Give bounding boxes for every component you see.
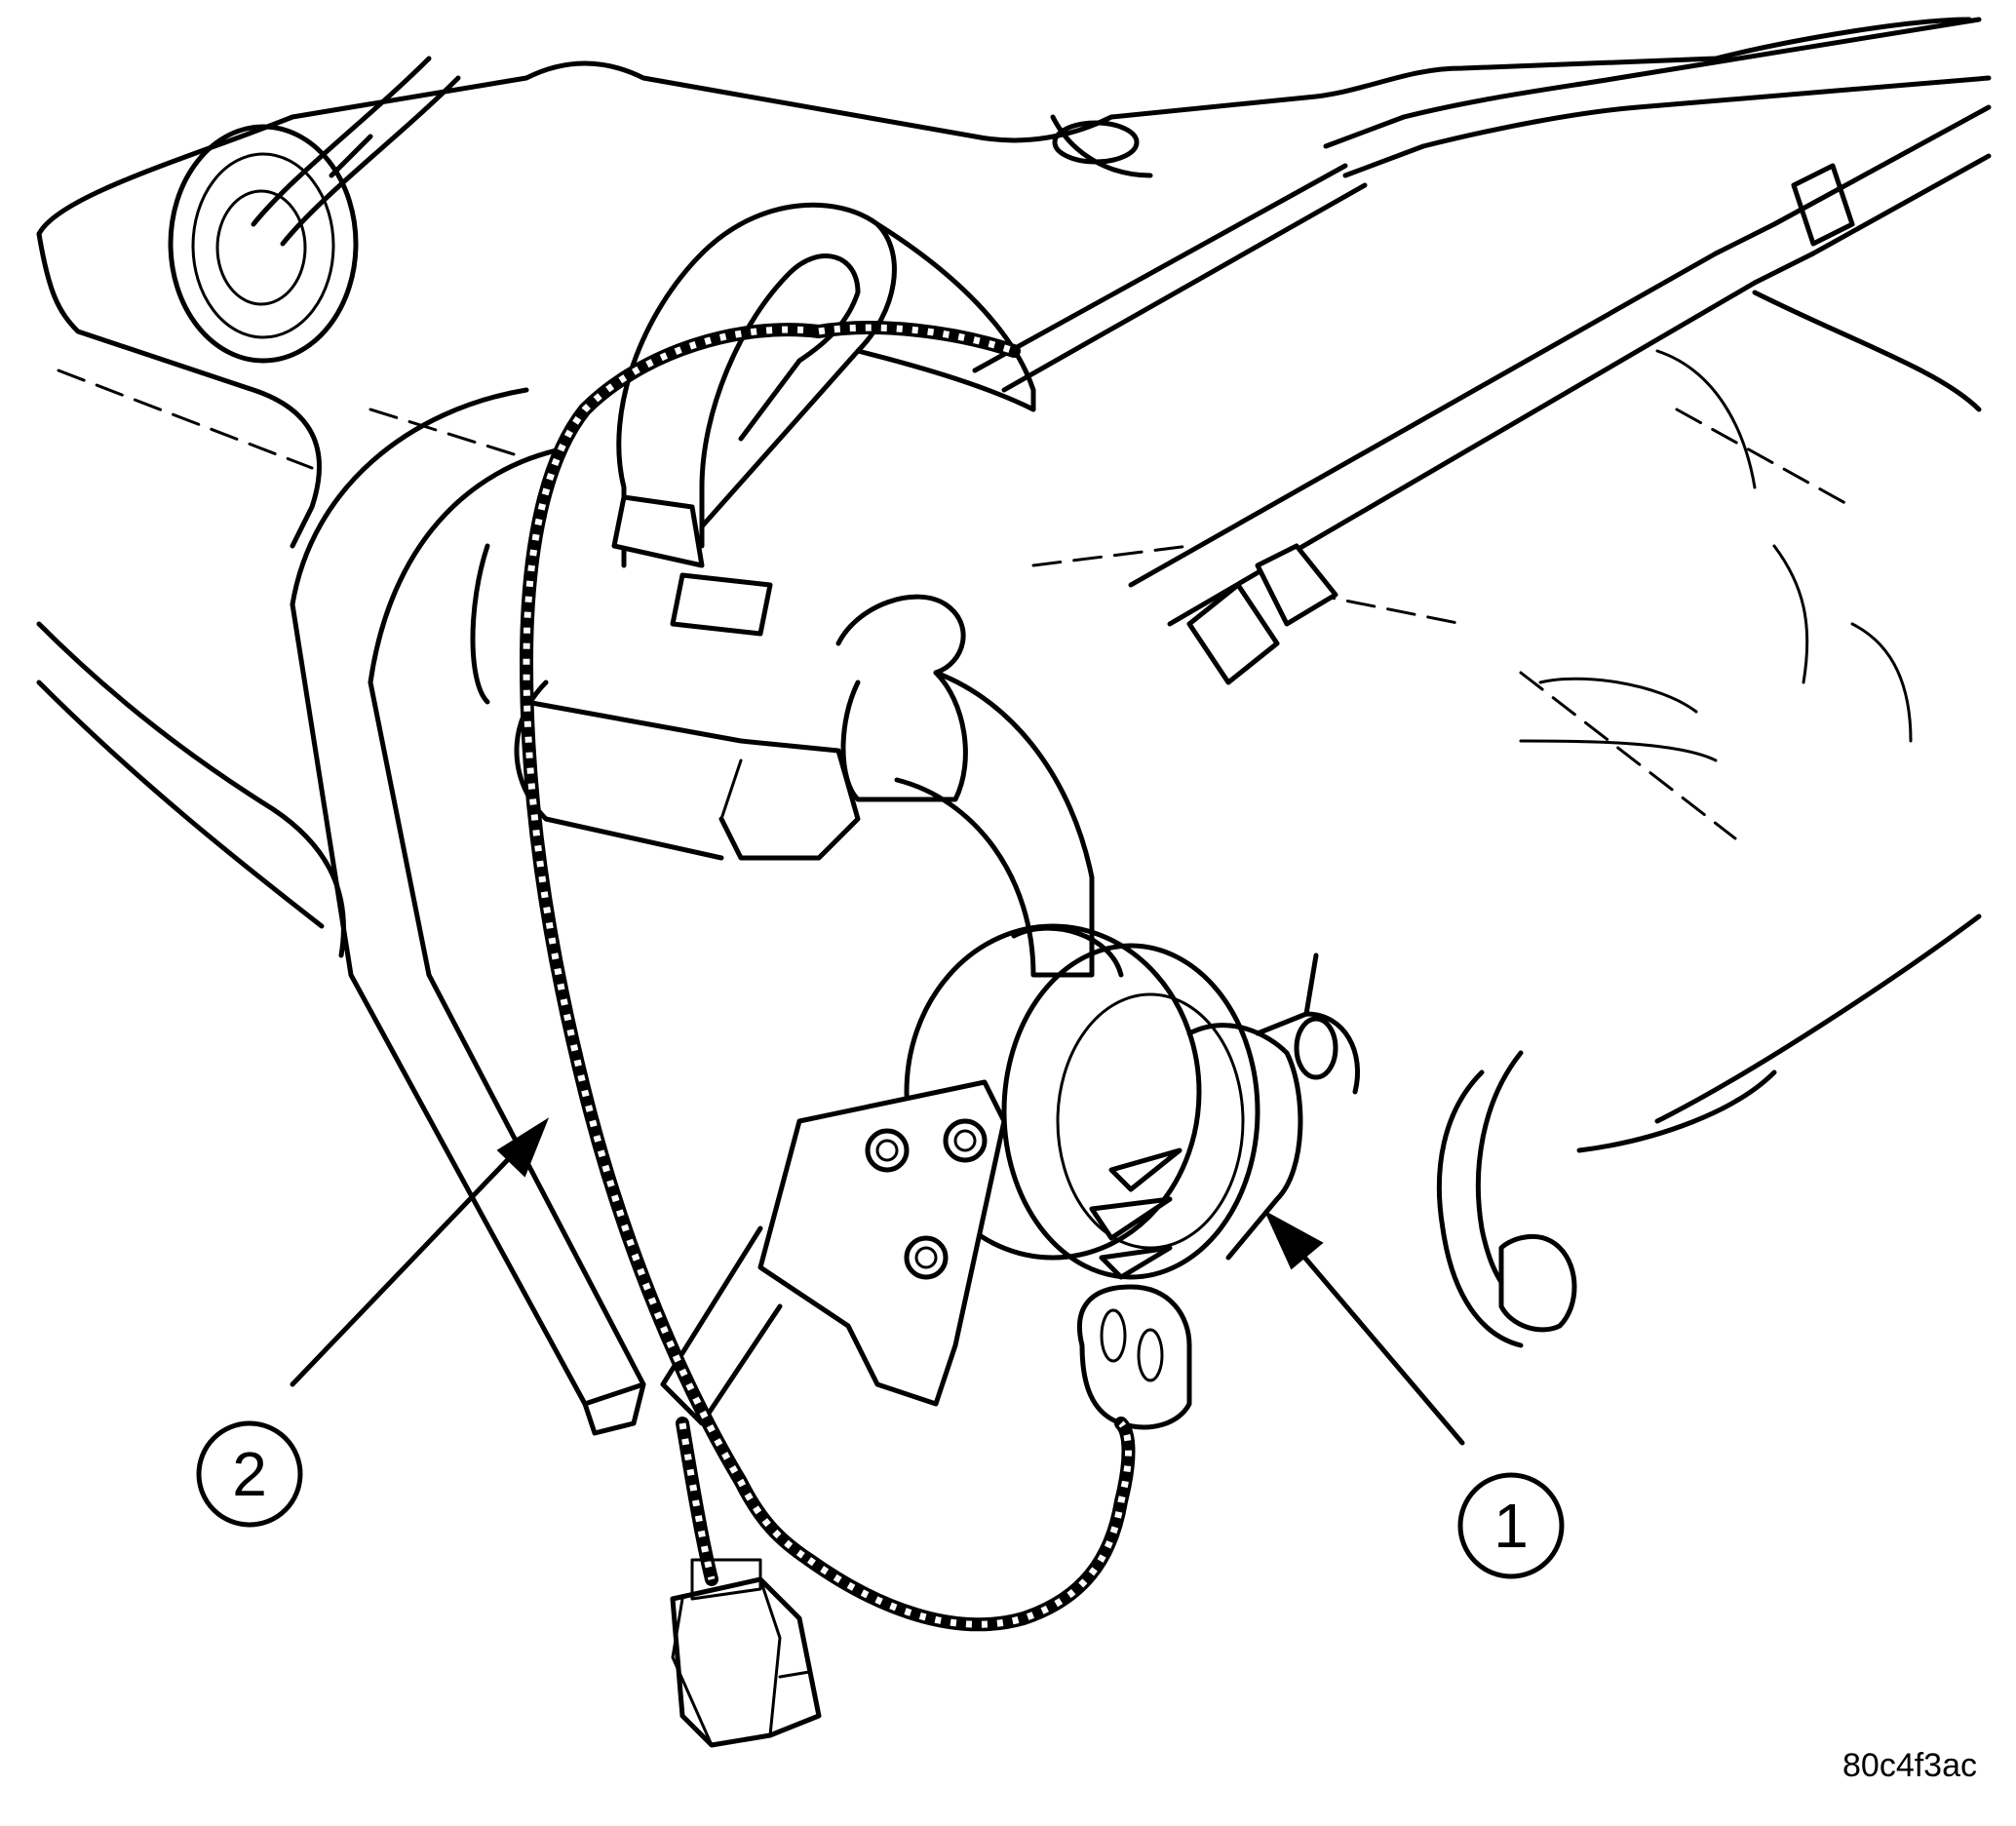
mounting-bracket xyxy=(660,1079,1007,1426)
leader-arrows xyxy=(290,1117,1465,1446)
filler-grommet xyxy=(168,56,461,364)
callout-1-label: 1 xyxy=(1493,1491,1529,1561)
hose-loop xyxy=(611,202,1036,637)
callout-2: 2 xyxy=(196,1420,303,1528)
leak-detection-pump xyxy=(904,923,1361,1430)
fuel-tank xyxy=(36,17,1982,1153)
canister xyxy=(470,543,1124,978)
right-bracket xyxy=(1436,1050,1577,1348)
wiring-harness xyxy=(520,321,1136,1632)
callout-1: 1 xyxy=(1457,1472,1565,1579)
vapor-lines xyxy=(972,17,1992,685)
electrical-connector xyxy=(670,1558,822,1748)
figure-id: 80c4f3ac xyxy=(1842,1747,1977,1784)
fuel-line xyxy=(290,387,646,1436)
callout-2-label: 2 xyxy=(232,1439,267,1509)
